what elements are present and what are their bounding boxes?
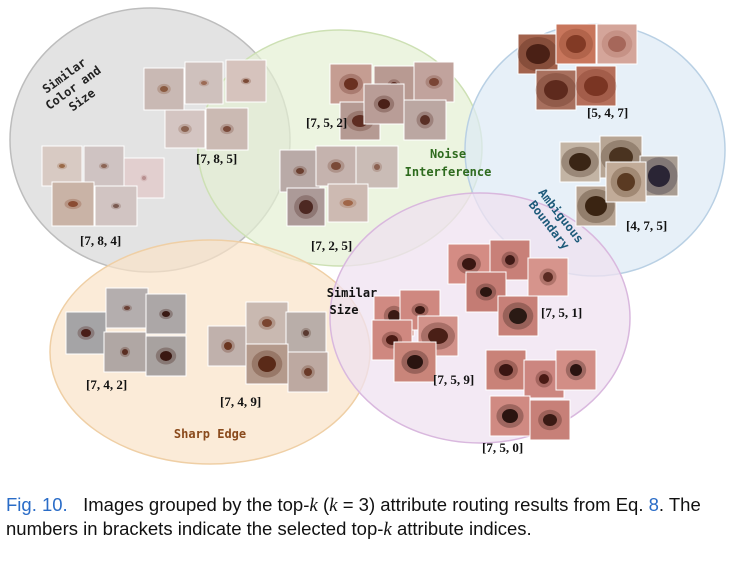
lesion-image-thumbnail bbox=[536, 70, 577, 110]
lesion-image-thumbnail bbox=[226, 60, 266, 102]
lesion-image-thumbnail bbox=[328, 184, 368, 222]
lesion-image-thumbnail bbox=[356, 146, 398, 188]
lesion-image-thumbnail bbox=[606, 162, 646, 202]
cluster-label-751: [7, 5, 1] bbox=[541, 305, 582, 320]
lesion-image-thumbnail bbox=[287, 188, 325, 226]
lesion-image-thumbnail bbox=[146, 336, 186, 376]
cluster-label-785: [7, 8, 5] bbox=[196, 151, 237, 166]
lesion-image-thumbnail bbox=[206, 108, 248, 150]
lesion-image-thumbnail bbox=[556, 350, 596, 390]
cluster-label-547: [5, 4, 7] bbox=[587, 105, 628, 120]
lesion-image-thumbnail bbox=[490, 396, 530, 436]
lesion-image-thumbnail bbox=[316, 146, 356, 186]
equation-reference-link[interactable]: 8 bbox=[649, 494, 659, 515]
cluster-label-784: [7, 8, 4] bbox=[80, 233, 121, 248]
lesion-image-thumbnail bbox=[394, 342, 436, 382]
lesion-image-thumbnail bbox=[556, 24, 596, 64]
cluster-label-475: [4, 7, 5] bbox=[626, 218, 667, 233]
cluster-label-742: [7, 4, 2] bbox=[86, 377, 127, 392]
cluster-label-752: [7, 5, 2] bbox=[306, 115, 347, 130]
lesion-image-thumbnail bbox=[95, 186, 137, 226]
label-interference: Interference bbox=[405, 165, 492, 179]
cluster-label-759: [7, 5, 9] bbox=[433, 372, 474, 387]
caption-k: k bbox=[383, 519, 391, 540]
lesion-image-thumbnail bbox=[106, 288, 148, 328]
lesion-image-thumbnail bbox=[288, 352, 328, 392]
caption-text: Images grouped by the top- bbox=[83, 494, 309, 515]
lesion-image-thumbnail bbox=[52, 182, 94, 226]
lesion-image-thumbnail bbox=[246, 344, 288, 384]
lesion-image-thumbnail bbox=[185, 62, 223, 104]
lesion-image-thumbnail bbox=[66, 312, 106, 354]
lesion-image-thumbnail bbox=[246, 302, 288, 344]
figure-caption: Fig. 10. Images grouped by the top-k (k … bbox=[6, 493, 728, 541]
lesion-image-thumbnail bbox=[280, 150, 320, 192]
label-size: Size bbox=[330, 303, 359, 317]
lesion-image-thumbnail bbox=[364, 84, 404, 124]
lesion-image-thumbnail bbox=[404, 100, 446, 140]
caption-k: k bbox=[309, 495, 317, 516]
cluster-label-750: [7, 5, 0] bbox=[482, 440, 523, 455]
lesion-image-thumbnail bbox=[530, 400, 570, 440]
lesion-image-thumbnail bbox=[486, 350, 526, 390]
label-sharp-edge: Sharp Edge bbox=[174, 427, 246, 441]
figure-illustration: Similar Color and Size Noise Interferenc… bbox=[0, 0, 737, 470]
lesion-image-thumbnail bbox=[560, 142, 600, 182]
lesion-image-thumbnail bbox=[146, 294, 186, 334]
lesion-image-thumbnail bbox=[576, 66, 617, 106]
caption-text: = 3) attribute routing results from Eq. bbox=[338, 494, 649, 515]
caption-text: attribute indices. bbox=[392, 518, 532, 539]
caption-text: ( bbox=[318, 494, 329, 515]
lesion-image-thumbnail bbox=[104, 332, 146, 372]
figure-number: Fig. 10. bbox=[6, 494, 68, 515]
lesion-image-thumbnail bbox=[42, 146, 82, 186]
lesion-image-thumbnail bbox=[414, 62, 454, 102]
cluster-label-749: [7, 4, 9] bbox=[220, 394, 261, 409]
lesion-image-thumbnail bbox=[286, 312, 326, 354]
caption-k: k bbox=[329, 495, 337, 516]
cluster-label-725: [7, 2, 5] bbox=[311, 238, 352, 253]
lesion-image-thumbnail bbox=[84, 146, 124, 186]
lesion-image-thumbnail bbox=[597, 24, 637, 64]
lesion-image-thumbnail bbox=[208, 326, 248, 366]
lesion-image-thumbnail bbox=[498, 296, 538, 336]
lesion-image-thumbnail bbox=[518, 34, 559, 74]
lesion-image-thumbnail bbox=[165, 110, 205, 148]
lesion-image-thumbnail bbox=[528, 258, 568, 296]
lesion-image-thumbnail bbox=[144, 68, 184, 110]
label-noise: Noise bbox=[430, 147, 466, 161]
label-similar: Similar bbox=[327, 286, 378, 300]
